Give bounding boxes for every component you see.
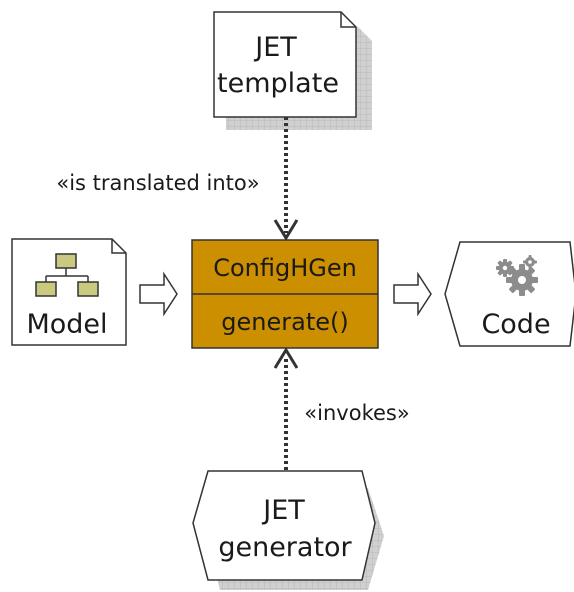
jet-template-line2: template — [217, 68, 339, 99]
jet-template-dogear — [340, 12, 356, 28]
model-document-shape — [11, 238, 127, 346]
model-label: Model — [26, 309, 107, 340]
class-operation: generate() — [221, 308, 348, 336]
code-node[interactable]: Code — [444, 241, 574, 347]
invokes-dependency-arrow — [273, 347, 299, 470]
jet-template-line1: JET — [253, 32, 297, 63]
translation-arrow-head — [273, 219, 299, 241]
jet-template-document-shape — [213, 11, 357, 118]
gears-icon — [496, 255, 538, 296]
model-node[interactable]: Model — [11, 238, 127, 346]
jet-generator-line1: JET — [261, 495, 305, 526]
hierarchy-model-icon — [35, 253, 99, 297]
config-hgen-class[interactable]: ConfigHGen generate() — [191, 239, 379, 349]
jet-generator-node[interactable]: JET generator — [192, 470, 384, 590]
invokes-label: «invokes» — [304, 401, 409, 425]
class-name: ConfigHGen — [213, 254, 357, 282]
jet-generator-line2: generator — [218, 532, 352, 563]
model-to-class-arrow — [139, 271, 178, 317]
code-hexagon-shape — [444, 241, 574, 347]
jet-generator-hexagon-shape — [192, 470, 376, 581]
jet-template-node[interactable]: JET template — [213, 11, 372, 130]
code-label: Code — [481, 309, 550, 340]
translation-dependency-arrow — [273, 117, 299, 241]
translation-label: «is translated into» — [56, 171, 259, 195]
model-dogear — [111, 239, 126, 254]
invokes-arrow-head — [273, 347, 299, 369]
class-to-code-arrow — [393, 271, 432, 317]
